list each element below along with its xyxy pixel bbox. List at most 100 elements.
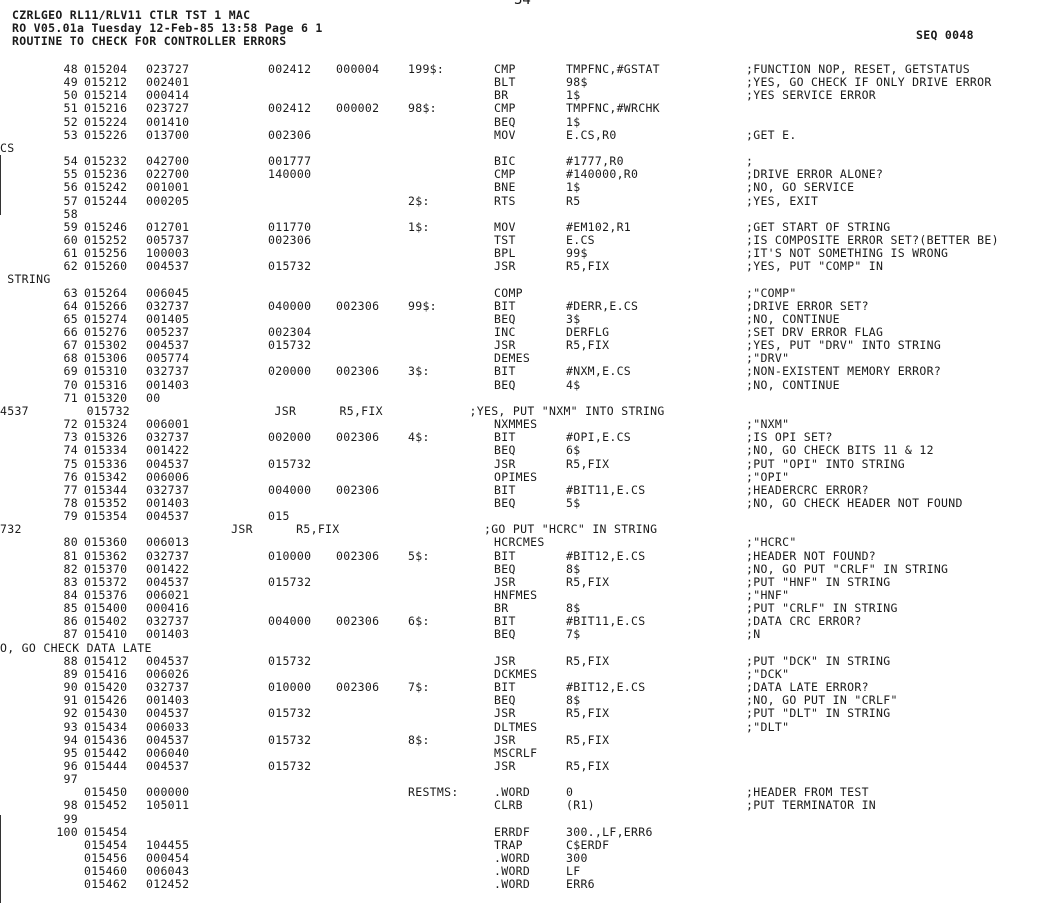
line-number: 71 (63, 391, 78, 405)
opcode: JSR (494, 759, 516, 773)
address: 015310 (84, 364, 128, 378)
code-word-1: 012701 (146, 220, 190, 234)
line-number: 59 (63, 220, 78, 234)
code-word-1: 042700 (146, 154, 190, 168)
opcode: DCKMES (494, 667, 538, 681)
address: 015306 (84, 351, 128, 365)
label: 199$: (408, 62, 445, 76)
operand: R5,FIX (566, 575, 610, 589)
line-number: 84 (63, 588, 78, 602)
opcode: DEMES (494, 351, 531, 365)
code-word-2: 002306 (268, 128, 312, 142)
code-word-3: 002306 (336, 614, 380, 628)
code-word-1: 006033 (146, 720, 190, 734)
opcode: BEQ (494, 115, 516, 129)
operand: #BIT11,E.CS (566, 614, 646, 628)
comment: ;PUT "CRLF" IN STRING (746, 601, 898, 615)
code-word-3: 002306 (336, 430, 380, 444)
address: 015372 (84, 575, 128, 589)
opcode: CMP (494, 62, 516, 76)
line-number: 78 (63, 496, 78, 510)
address: 015276 (84, 325, 128, 339)
opcode: JSR (494, 654, 516, 668)
comment: ;DRIVE ERROR ALONE? (746, 167, 884, 181)
comment: ;DATA CRC ERROR? (746, 614, 862, 628)
code-word-1: 022700 (146, 167, 190, 181)
comment: ;NO, CONTINUE (746, 378, 840, 392)
label: 1$: (408, 220, 430, 234)
code-word-1: 023727 (146, 101, 190, 115)
operand: LF (566, 864, 581, 878)
code-word-1: 000205 (146, 194, 190, 208)
code-word-1: 032737 (146, 549, 190, 563)
code-word-2: 015732 (268, 457, 312, 471)
comment: ;N (746, 627, 761, 641)
operand: E.CS,R0 (566, 128, 617, 142)
address: 015244 (84, 194, 128, 208)
code-word-3: 002306 (336, 549, 380, 563)
operand: 1$ (566, 115, 581, 129)
comment: ;PUT TERMINATOR IN (746, 798, 877, 812)
address: 015444 (84, 759, 128, 773)
line-number: 49 (63, 75, 78, 89)
code-word-2: 004000 (268, 483, 312, 497)
wrapped-text: STRING (0, 272, 51, 286)
opcode: MOV (494, 128, 516, 142)
code-word-1: 001403 (146, 378, 190, 392)
code-word-1: 006043 (146, 864, 190, 878)
address: 015420 (84, 680, 128, 694)
operand: DERFLG (566, 325, 610, 339)
opcode: .WORD (494, 785, 531, 799)
code-word-2: 011770 (268, 220, 312, 234)
address: 015362 (84, 549, 128, 563)
line-number: 69 (63, 364, 78, 378)
address: 015452 (84, 798, 128, 812)
address: 015462 (84, 877, 128, 891)
code-word-1: 001001 (146, 180, 190, 194)
line-number: 61 (63, 246, 78, 260)
opcode: CMP (494, 167, 516, 181)
operand: R5,FIX (566, 733, 610, 747)
label: RESTMS: (408, 785, 459, 799)
opcode: BR (494, 88, 509, 102)
opcode: TRAP (494, 838, 523, 852)
opcode: JSR (494, 259, 516, 273)
code-word-1: 004537 (146, 706, 190, 720)
line-number: 90 (63, 680, 78, 694)
line-number: 63 (63, 286, 78, 300)
operand: 98$ (566, 75, 588, 89)
code-word-1: 023727 (146, 62, 190, 76)
label: 4$: (408, 430, 430, 444)
operand: 4$ (566, 378, 581, 392)
code-word-2: 002306 (268, 233, 312, 247)
comment: ;PUT "DLT" IN STRING (746, 706, 891, 720)
line-number: 96 (63, 759, 78, 773)
code-word-3: 000002 (336, 101, 380, 115)
code-word-1: 005737 (146, 233, 190, 247)
comment: ;"OPI" (746, 470, 790, 484)
comment: ;DRIVE ERROR SET? (746, 299, 869, 313)
code-word-2: 140000 (268, 167, 312, 181)
line-number: 97 (63, 772, 78, 786)
code-word-1: 00 (146, 391, 161, 405)
opcode: NXMMES (494, 417, 538, 431)
line-number: 80 (63, 535, 78, 549)
page-mark: 34 (514, 0, 531, 8)
opcode: OPIMES (494, 470, 538, 484)
comment: ;NON-EXISTENT MEMORY ERROR? (746, 364, 942, 378)
line-number: 99 (63, 812, 78, 826)
code-word-1: 004537 (146, 733, 190, 747)
opcode: .WORD (494, 877, 531, 891)
operand: 8$ (566, 562, 581, 576)
address: 015266 (84, 299, 128, 313)
opcode: BEQ (494, 693, 516, 707)
line-number: 94 (63, 733, 78, 747)
comment: ;NO, GO PUT "CRLF" IN STRING (746, 562, 949, 576)
address: 015326 (84, 430, 128, 444)
comment: ;"COMP" (746, 286, 797, 300)
operand: 0 (566, 785, 574, 799)
line-number: 55 (63, 167, 78, 181)
opcode: BEQ (494, 443, 516, 457)
code-word-2: 015732 (268, 759, 312, 773)
opcode: ERRDF (494, 825, 531, 839)
